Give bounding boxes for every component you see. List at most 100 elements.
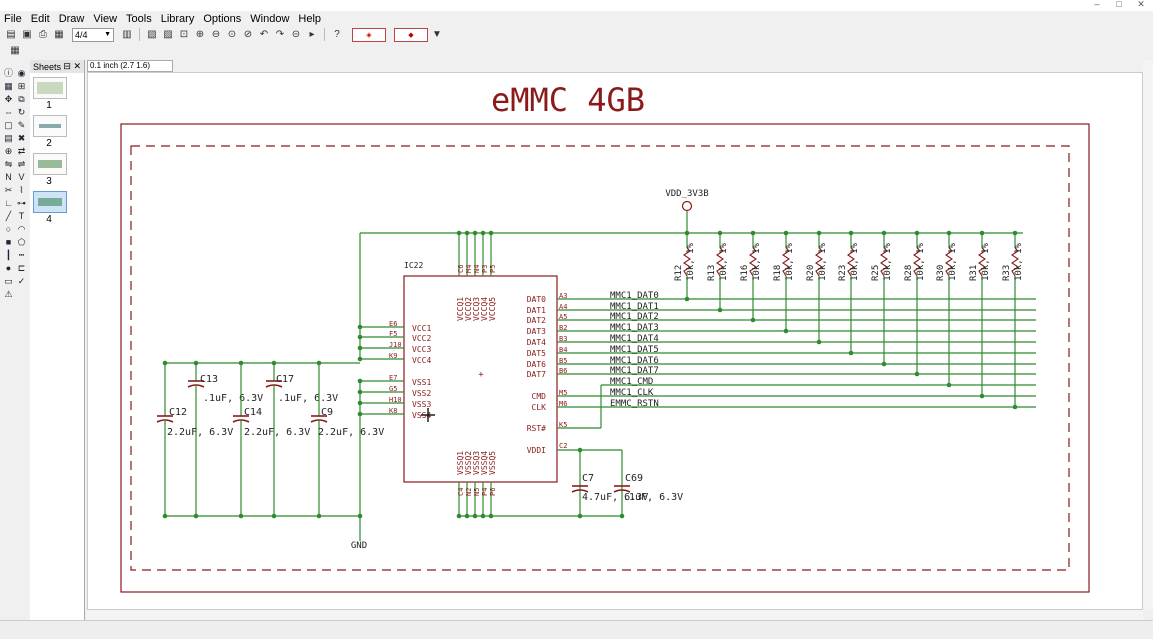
zoom-select-icon[interactable]: ⊘: [243, 29, 253, 40]
replace-icon[interactable]: ⇋: [4, 159, 13, 169]
inner-frame: [130, 145, 1070, 571]
errors-icon[interactable]: ⚠: [4, 289, 13, 299]
save-icon[interactable]: ▣: [22, 29, 32, 40]
miter-icon[interactable]: ∟: [4, 198, 13, 208]
sheet-number: 4: [46, 214, 52, 225]
zoom-fit-icon[interactable]: ⊡: [179, 29, 189, 40]
close-icon[interactable]: ✕: [1137, 0, 1145, 9]
help-icon[interactable]: ?: [334, 29, 340, 40]
ic-pin-number: B6: [559, 367, 567, 375]
arc-icon[interactable]: ◠: [17, 224, 26, 234]
ic-pin-name: VCC4: [412, 356, 431, 365]
cam-icon[interactable]: ▦: [54, 29, 64, 40]
undo-icon[interactable]: ↶: [259, 29, 269, 40]
junction-icon[interactable]: ●: [5, 263, 12, 273]
sheet-thumb-1[interactable]: [33, 77, 67, 99]
change-icon[interactable]: ✎: [17, 120, 26, 130]
sheets-panel: Sheets ⊟ ✕ 1 2 3 4: [30, 60, 85, 620]
open-icon[interactable]: ▤: [6, 29, 16, 40]
minimize-icon[interactable]: –: [1094, 0, 1100, 9]
zoom-in-icon[interactable]: ⊕: [195, 29, 205, 40]
chevron-down-icon: ▼: [104, 31, 111, 38]
stop-icon[interactable]: ⊝: [291, 29, 301, 40]
menu-view[interactable]: View: [93, 12, 118, 25]
copy-icon[interactable]: ⧉: [18, 94, 25, 104]
zoom-out-icon[interactable]: ⊖: [211, 29, 221, 40]
go-icon[interactable]: ▸: [309, 29, 315, 40]
ic-pin-number: F5: [389, 330, 397, 338]
sheets-header: Sheets ⊟ ✕: [30, 60, 84, 73]
maximize-icon[interactable]: □: [1116, 0, 1122, 9]
bus-icon[interactable]: ┃: [5, 250, 12, 260]
pinswap-icon[interactable]: ⇄: [17, 146, 26, 156]
text-icon[interactable]: T: [18, 211, 25, 221]
mirror-icon[interactable]: ⇔: [4, 107, 13, 117]
schematic-drawing[interactable]: eMMC 4GBIC22+VCCQ1C6VCCQ2M4VCCQ3N4VCCQ4P…: [88, 73, 1143, 610]
script-icon[interactable]: ▨: [163, 29, 173, 40]
sheet-select[interactable]: 4/4▼: [72, 27, 114, 42]
menu-tools[interactable]: Tools: [126, 12, 152, 25]
split-icon[interactable]: ⌇: [19, 185, 24, 195]
menu-draw[interactable]: Draw: [58, 12, 85, 25]
erc-icon[interactable]: ✓: [17, 276, 26, 286]
menu-library[interactable]: Library: [160, 12, 195, 25]
circle-icon[interactable]: ○: [5, 224, 12, 234]
ic-pin-number: P3: [481, 265, 489, 273]
vertical-scrollbar[interactable]: [1143, 60, 1153, 610]
gateswap-icon[interactable]: ⇌: [17, 159, 26, 169]
net-label: MMC1_CLK: [610, 388, 654, 398]
capacitor-value: .1uF, 6.3V: [623, 492, 683, 503]
junction-dot: [271, 360, 277, 366]
spice-icon[interactable]: ◆: [394, 27, 428, 42]
ic-pin-name: VDDI: [527, 446, 546, 455]
chevron-down-icon[interactable]: ▼: [432, 29, 442, 40]
ic-pin-number: K8: [389, 407, 397, 415]
info-icon[interactable]: ⓘ: [3, 68, 13, 78]
ic-pin-name: CMD: [532, 392, 547, 401]
rotate-icon[interactable]: ↻: [17, 107, 26, 117]
coordinate-bar: 0.1 inch (2.7 1.6): [87, 60, 1153, 72]
zoom-redraw-icon[interactable]: ⊙: [227, 29, 237, 40]
menu-options[interactable]: Options: [203, 12, 242, 25]
menu-window[interactable]: Window: [250, 12, 290, 25]
print-icon[interactable]: ⎙: [39, 29, 47, 40]
sheet-thumb-3[interactable]: [33, 153, 67, 175]
display-icon[interactable]: ▦: [4, 81, 13, 91]
delete-icon[interactable]: ✖: [17, 133, 26, 143]
wire-icon[interactable]: ╱: [5, 211, 12, 221]
sheet-thumb-2[interactable]: [33, 115, 67, 137]
menu-help[interactable]: Help: [298, 12, 322, 25]
value-icon[interactable]: V: [18, 172, 25, 182]
rect-icon[interactable]: ■: [5, 237, 12, 247]
board-icon[interactable]: ▥: [122, 29, 132, 40]
label-icon[interactable]: ⊏: [17, 263, 26, 273]
menu-file[interactable]: File: [4, 12, 22, 25]
attribute-icon[interactable]: ▭: [4, 276, 13, 286]
polygon-icon[interactable]: ⬠: [17, 237, 26, 247]
paste-icon[interactable]: ▤: [4, 133, 13, 143]
design-link-icon[interactable]: ◈: [352, 27, 386, 42]
invoke-icon[interactable]: ⊶: [17, 198, 26, 208]
sheet-thumb-4[interactable]: [33, 191, 67, 213]
junction-dot: [316, 513, 322, 519]
use-library-icon[interactable]: ▧: [147, 29, 157, 40]
capacitor-ref: C13: [200, 374, 218, 385]
net-icon[interactable]: ┅: [18, 250, 25, 260]
menu-edit[interactable]: Edit: [30, 12, 50, 25]
horizontal-scrollbar[interactable]: [87, 610, 1143, 620]
grid-icon[interactable]: ▦: [10, 45, 20, 56]
move-icon[interactable]: ✥: [4, 94, 13, 104]
pin-icon[interactable]: ⊟ ✕: [63, 61, 81, 71]
name-icon[interactable]: N: [5, 172, 12, 182]
show-icon[interactable]: ◉: [17, 68, 26, 78]
group-icon[interactable]: ▢: [4, 120, 13, 130]
ic-pin-name: VSSQ2: [464, 451, 473, 475]
junction-dot: [238, 513, 244, 519]
junction-dot: [914, 371, 920, 377]
smash-icon[interactable]: ✂: [4, 185, 13, 195]
add-icon[interactable]: ⊕: [4, 146, 13, 156]
mark-icon[interactable]: ⊞: [17, 81, 26, 91]
redo-icon[interactable]: ↷: [275, 29, 285, 40]
ic-pin-name: VSS2: [412, 389, 431, 398]
